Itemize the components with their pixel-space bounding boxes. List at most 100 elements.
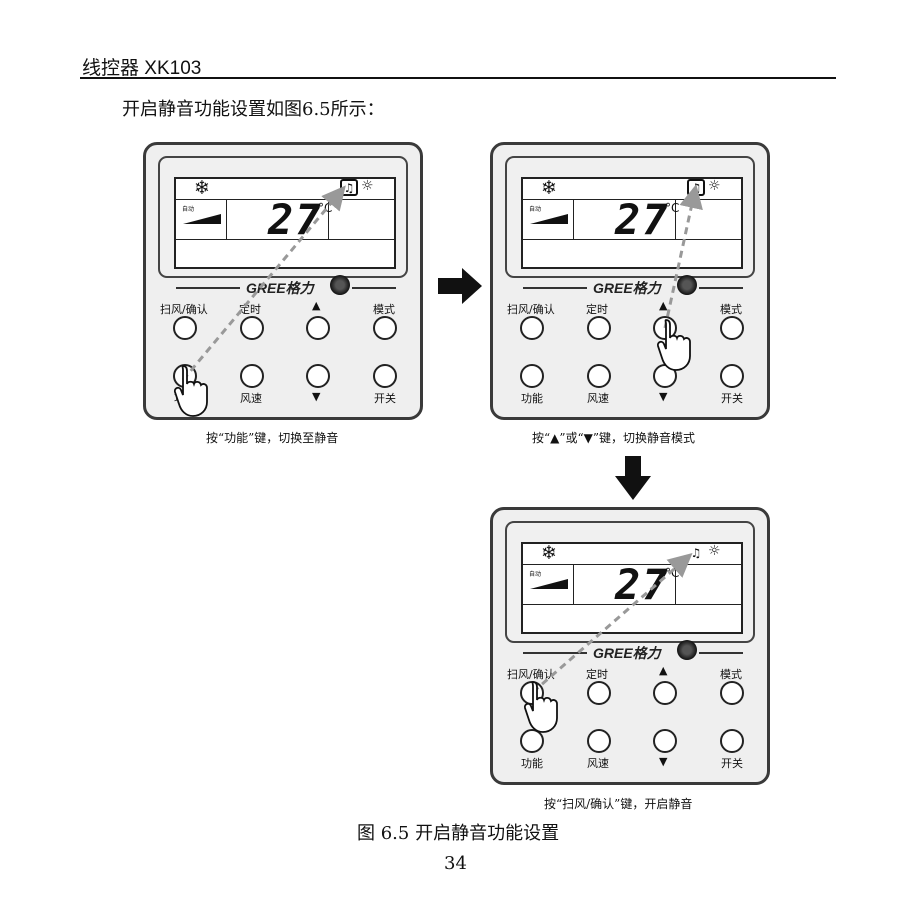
lcd-divider (573, 199, 574, 239)
brand-logo: GREE格力 (593, 645, 661, 661)
brand-logo: GREE格力 (246, 280, 314, 296)
sensor-icon (330, 275, 350, 295)
sensor-icon (677, 275, 697, 295)
lcd-screen: ❄ ♫ ☼ 自动 27 °C (521, 177, 743, 269)
up-arrow-label: ▲ (659, 299, 668, 312)
timer-button[interactable] (587, 681, 611, 705)
display-frame: ❄ ♫ ☼ 自动 27 °C (505, 156, 755, 278)
quiet-icon: ♫ (340, 179, 358, 196)
swing-confirm-button[interactable] (520, 681, 544, 705)
down-button[interactable] (653, 364, 677, 388)
intro-text: 开启静音功能设置如图6.5所示： (122, 99, 385, 120)
temperature-display: 27 (615, 560, 670, 609)
brand-line (699, 287, 743, 289)
lcd-screen: ❄ ♫ ☼ 自动 27 °C (521, 542, 743, 634)
down-arrow-label: ▼ (659, 390, 668, 403)
header-rule (80, 77, 836, 79)
light-icon: ☼ (361, 178, 374, 194)
up-button[interactable] (306, 316, 330, 340)
step-2-caption: 按“▲”或“▼”键，切换静音模式 (532, 431, 695, 445)
fan-level-bar (183, 214, 221, 224)
brand-line (176, 287, 240, 289)
timer-button[interactable] (240, 316, 264, 340)
power-label: 开关 (374, 392, 396, 405)
fan-speed-button[interactable] (587, 729, 611, 753)
snowflake-icon: ❄ (194, 177, 210, 199)
auto-label: 自动 (529, 571, 542, 578)
mode-label: 模式 (373, 303, 395, 316)
fan-level-bar (530, 214, 568, 224)
display-frame: ❄ ♫ ☼ 自动 27 °C (505, 521, 755, 643)
quiet-icon: ♫ (687, 179, 705, 196)
arrow-down-icon (615, 456, 651, 500)
function-label: 功能 (521, 392, 543, 405)
up-button[interactable] (653, 316, 677, 340)
function-button[interactable] (520, 364, 544, 388)
mode-button[interactable] (720, 316, 744, 340)
swing-confirm-label: 扫风/确认 (507, 668, 555, 681)
timer-label: 定时 (586, 668, 608, 681)
up-arrow-label: ▲ (659, 664, 668, 677)
arrow-right-icon (438, 268, 482, 304)
controller-panel-step-2: ❄ ♫ ☼ 自动 27 °C GREE格力 扫风/确认 定时 ▲ 模式 功能 风… (490, 142, 770, 420)
power-label: 开关 (721, 392, 743, 405)
fan-speed-label: 风速 (587, 757, 609, 770)
mode-label: 模式 (720, 303, 742, 316)
auto-label: 自动 (182, 206, 195, 213)
power-button[interactable] (373, 364, 397, 388)
degree-unit: °C (665, 566, 680, 580)
snowflake-icon: ❄ (541, 177, 557, 199)
auto-label: 自动 (529, 206, 542, 213)
power-label: 开关 (721, 757, 743, 770)
lcd-divider (573, 564, 574, 604)
mode-button[interactable] (720, 681, 744, 705)
fan-speed-button[interactable] (240, 364, 264, 388)
lcd-divider (226, 199, 227, 239)
lcd-divider (523, 239, 741, 240)
timer-button[interactable] (587, 316, 611, 340)
brand-line (523, 652, 587, 654)
sensor-icon (677, 640, 697, 660)
timer-label: 定时 (239, 303, 261, 316)
down-button[interactable] (306, 364, 330, 388)
function-button[interactable] (173, 364, 197, 388)
function-label: 功能 (521, 757, 543, 770)
degree-unit: °C (665, 201, 680, 215)
down-arrow-label: ▼ (312, 390, 321, 403)
step-3-caption: 按“扫风/确认”键，开启静音 (544, 797, 693, 811)
power-button[interactable] (720, 729, 744, 753)
swing-confirm-button[interactable] (520, 316, 544, 340)
degree-unit: °C (318, 201, 333, 215)
function-label: 功能 (174, 392, 196, 405)
fan-speed-label: 风速 (240, 392, 262, 405)
temperature-display: 27 (615, 195, 670, 244)
page-header-title: 线控器 XK103 (82, 58, 202, 79)
fan-level-bar (530, 579, 568, 589)
timer-label: 定时 (586, 303, 608, 316)
brand-line (699, 652, 743, 654)
light-icon: ☼ (708, 543, 721, 559)
brand-line (523, 287, 587, 289)
function-button[interactable] (520, 729, 544, 753)
figure-caption: 图 6.5 开启静音功能设置 (357, 823, 560, 844)
swing-confirm-label: 扫风/确认 (160, 303, 208, 316)
step-1-caption: 按“功能”键，切换至静音 (206, 431, 339, 445)
light-icon: ☼ (708, 178, 721, 194)
mode-button[interactable] (373, 316, 397, 340)
snowflake-icon: ❄ (541, 542, 557, 564)
lcd-screen: ❄ ♫ ☼ 自动 27 °C (174, 177, 396, 269)
up-button[interactable] (653, 681, 677, 705)
temperature-display: 27 (268, 195, 323, 244)
down-button[interactable] (653, 729, 677, 753)
mode-label: 模式 (720, 668, 742, 681)
brand-line (352, 287, 396, 289)
page-number: 34 (444, 853, 467, 874)
up-arrow-label: ▲ (312, 299, 321, 312)
brand-logo: GREE格力 (593, 280, 661, 296)
controller-panel-step-1: ❄ ♫ ☼ 自动 27 °C GREE格力 扫风/确认 定时 ▲ 模式 功能 风… (143, 142, 423, 420)
swing-confirm-button[interactable] (173, 316, 197, 340)
power-button[interactable] (720, 364, 744, 388)
fan-speed-button[interactable] (587, 364, 611, 388)
display-frame: ❄ ♫ ☼ 自动 27 °C (158, 156, 408, 278)
